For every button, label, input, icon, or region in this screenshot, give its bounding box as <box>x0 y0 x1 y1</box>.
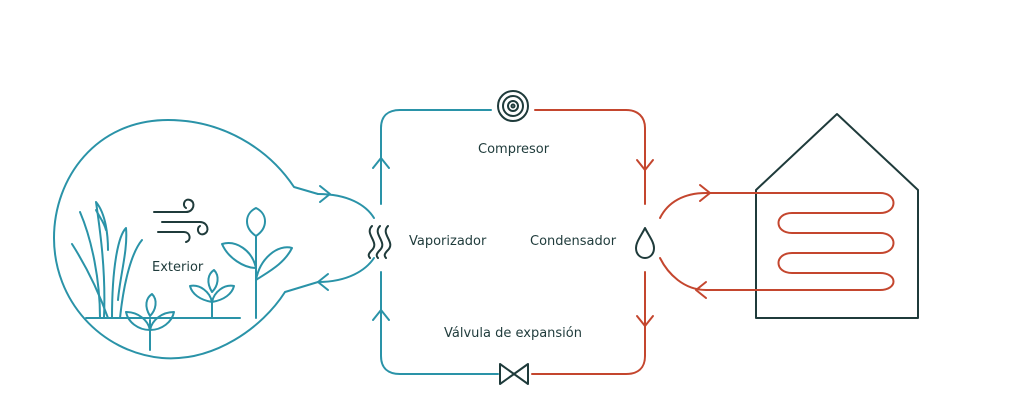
hot-loop-top <box>534 109 646 205</box>
arrow-out-lower <box>317 273 329 291</box>
outdoor-loop-upper <box>317 193 375 219</box>
arrow-in-upper <box>319 185 331 203</box>
hot-loop-bottom <box>531 271 646 375</box>
compressor-label: Compresor <box>478 142 550 157</box>
plants-icon <box>71 201 293 351</box>
cold-loop-top <box>380 109 492 205</box>
arrow-up-upper <box>372 157 390 169</box>
radiator-coil-icon <box>753 192 895 291</box>
outdoor-loop-lower <box>317 257 375 283</box>
vaporizer-label: Vaporizador <box>409 234 487 249</box>
wind-icon <box>153 198 209 243</box>
expansion-valve-label: Válvula de expansión <box>444 326 582 341</box>
arrow-down-lower <box>636 315 654 327</box>
hot-loop-house-out <box>659 257 755 291</box>
heat-waves-icon <box>367 225 392 259</box>
arrow-up-lower <box>372 309 390 321</box>
cold-loop-bottom <box>380 271 499 375</box>
arrow-down-upper <box>636 159 654 171</box>
droplet-icon <box>635 227 655 259</box>
condenser-label: Condensador <box>530 234 617 249</box>
house-icon <box>755 113 919 319</box>
outdoor-bulb <box>53 119 319 360</box>
expansion-valve-icon <box>499 363 529 385</box>
hot-loop-house-in <box>659 192 755 219</box>
compressor-icon <box>497 90 529 122</box>
arrow-house-out <box>695 281 707 299</box>
arrow-house-in <box>699 184 711 202</box>
exterior-label: Exterior <box>152 260 204 275</box>
